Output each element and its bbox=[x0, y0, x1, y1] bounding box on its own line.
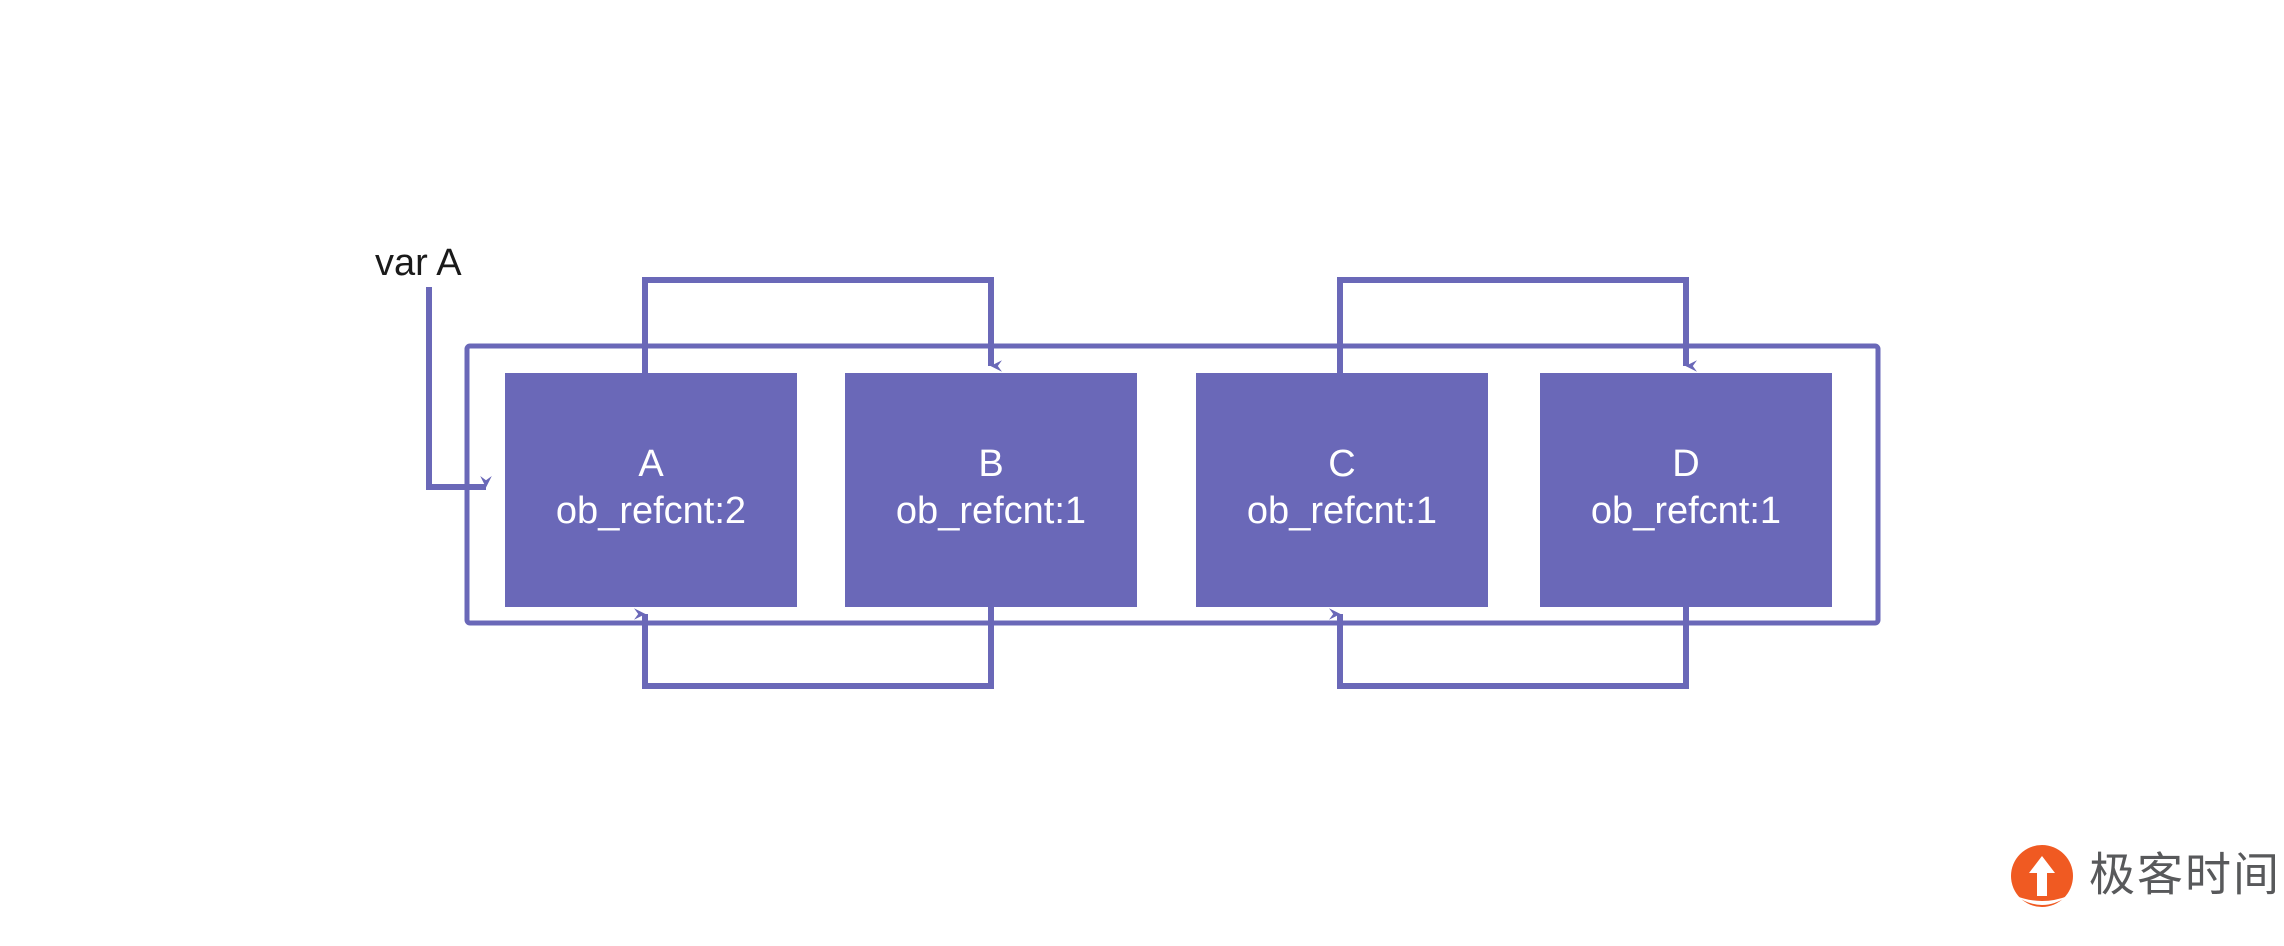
brand-watermark: 极客时间 bbox=[2011, 845, 2281, 907]
edge-c-to-d bbox=[1337, 277, 1697, 373]
node-refcount-c: ob_refcnt:1 bbox=[1247, 490, 1437, 532]
geektime-logo-icon bbox=[2011, 845, 2073, 907]
var-a-pointer-arrow bbox=[426, 287, 492, 490]
node-rect-a[interactable] bbox=[505, 373, 797, 607]
brand-name: 极客时间 bbox=[2089, 848, 2281, 902]
node-name-a: A bbox=[638, 443, 664, 485]
edge-b-to-a bbox=[634, 607, 994, 689]
node-box-b[interactable]: B ob_refcnt:1 bbox=[845, 373, 1137, 607]
node-rect-b[interactable] bbox=[845, 373, 1137, 607]
node-rect-c[interactable] bbox=[1196, 373, 1488, 607]
node-box-d[interactable]: D ob_refcnt:1 bbox=[1540, 373, 1832, 607]
node-refcount-a: ob_refcnt:2 bbox=[556, 490, 746, 532]
node-box-a[interactable]: A ob_refcnt:2 bbox=[505, 373, 797, 607]
var-a-pointer-group: var A bbox=[375, 242, 492, 490]
node-name-b: B bbox=[978, 443, 1003, 485]
node-name-c: C bbox=[1328, 443, 1355, 485]
edge-d-to-c bbox=[1329, 607, 1689, 689]
edge-a-to-b bbox=[642, 277, 1002, 373]
var-a-label: var A bbox=[375, 242, 462, 284]
node-box-c[interactable]: C ob_refcnt:1 bbox=[1196, 373, 1488, 607]
node-name-d: D bbox=[1672, 443, 1699, 485]
node-rect-d[interactable] bbox=[1540, 373, 1832, 607]
node-refcount-b: ob_refcnt:1 bbox=[896, 490, 1086, 532]
node-refcount-d: ob_refcnt:1 bbox=[1591, 490, 1781, 532]
